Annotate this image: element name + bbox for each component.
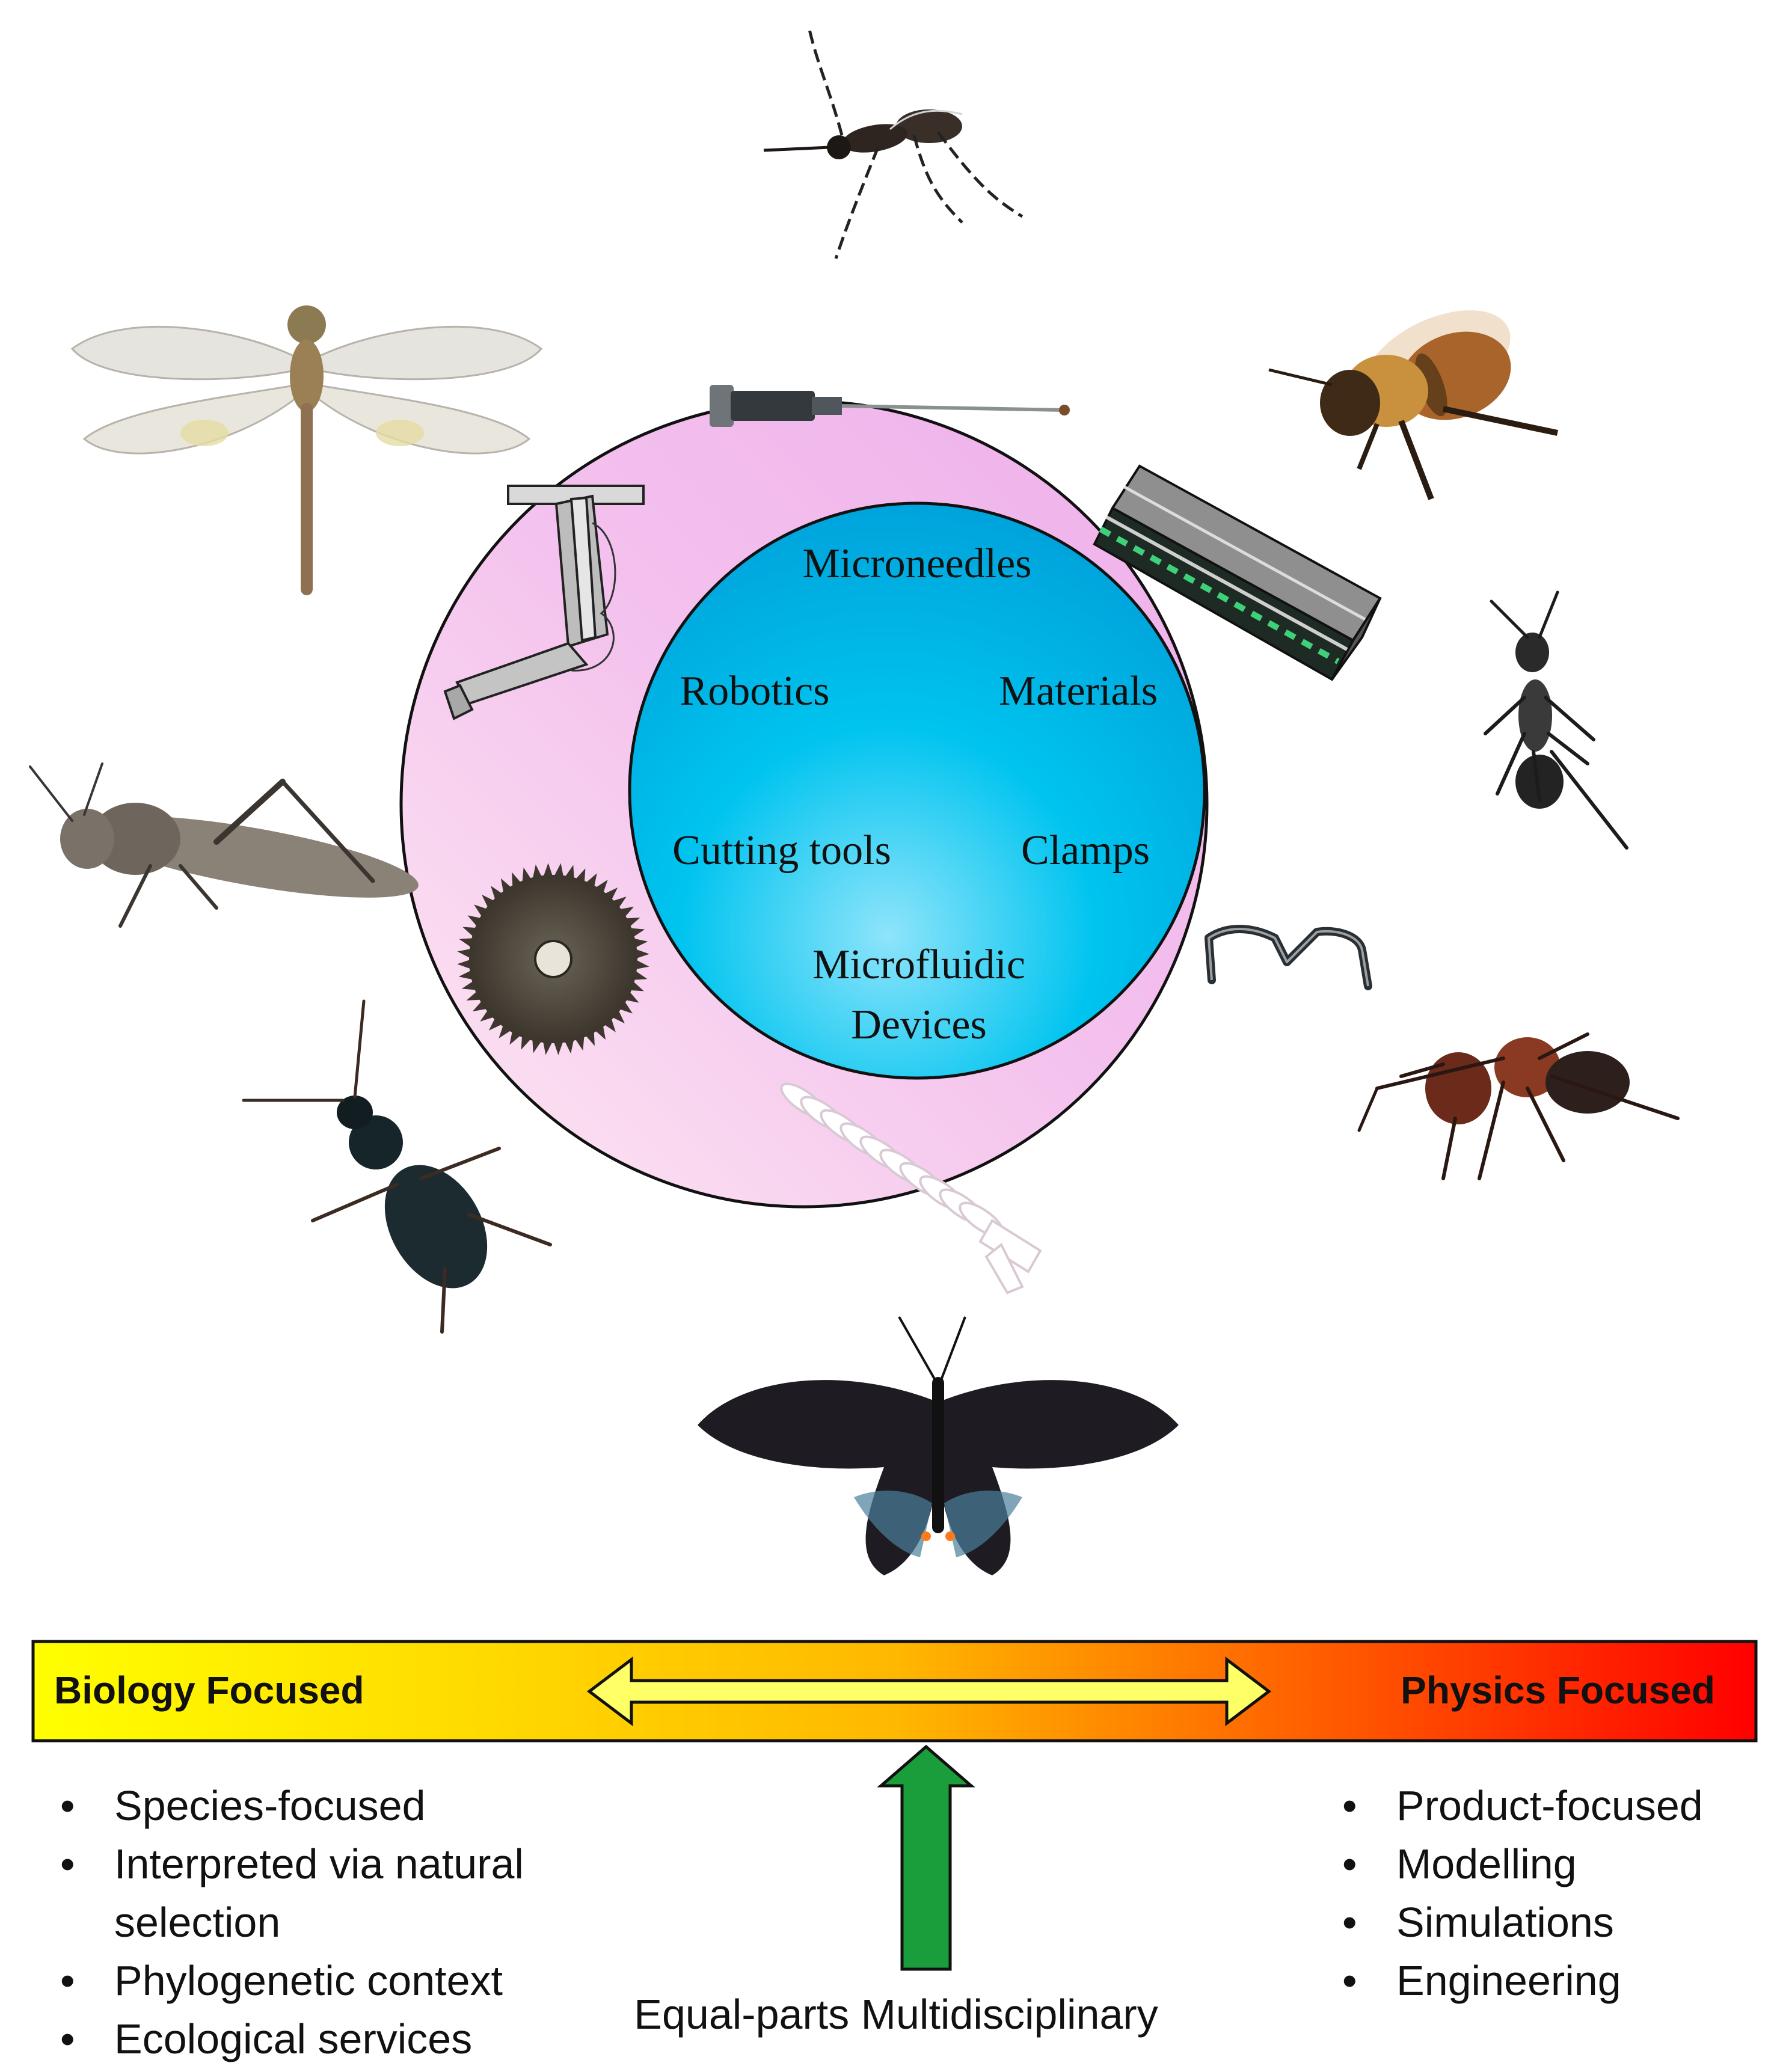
bullet-icon: • <box>60 1957 75 2004</box>
mosquito-icon <box>763 26 1024 259</box>
list-item-text: Interpreted via natural selection <box>114 1841 524 1946</box>
ground-beetle-icon <box>242 999 552 1334</box>
list-item: • Simulations <box>1336 1893 1769 1952</box>
dragonfly-icon <box>70 305 543 595</box>
bullet-icon: • <box>60 1782 75 1829</box>
grasshopper-icon <box>29 762 419 928</box>
butterfly-icon <box>698 1316 1179 1575</box>
bullet-icon: • <box>1342 1957 1357 2004</box>
layered-material-icon <box>1093 464 1382 681</box>
biology-focused-label: Biology Focused <box>54 1669 364 1712</box>
topic-robotics: Robotics <box>680 668 830 714</box>
center-caption: Equal-parts Multidisciplinary <box>634 1991 1158 2038</box>
topic-materials: Materials <box>999 668 1158 714</box>
list-item-text: Ecological services <box>114 2015 473 2062</box>
list-item: • Interpreted via natural selection <box>54 1835 595 1952</box>
list-item: • Ecological services <box>54 2010 595 2068</box>
topic-clamps: Clamps <box>1021 827 1150 874</box>
red-ant-icon <box>1357 1032 1680 1180</box>
list-item-text: Species-focused <box>114 1782 426 1829</box>
ant-icon <box>1484 590 1628 850</box>
topic-microfluidic: Microfluidic <box>812 942 1025 988</box>
clamp-wire-icon <box>1205 925 1372 990</box>
list-item: • Product-focused <box>1336 1777 1769 1835</box>
green-up-arrow-icon <box>877 1744 975 1971</box>
list-item: • Engineering <box>1336 1952 1769 2010</box>
double-headed-arrow-icon <box>586 1656 1272 1727</box>
bullet-icon: • <box>1342 1841 1357 1887</box>
physics-focused-label: Physics Focused <box>1401 1669 1715 1712</box>
list-item-text: Product-focused <box>1396 1782 1703 1829</box>
list-item-text: Phylogenetic context <box>114 1957 503 2004</box>
topic-cutting-tools: Cutting tools <box>672 827 891 874</box>
list-item-text: Modelling <box>1396 1841 1577 1887</box>
list-item: • Phylogenetic context <box>54 1952 595 2010</box>
topic-devices: Devices <box>851 1002 986 1048</box>
list-item: • Species-focused <box>54 1777 595 1835</box>
bullet-icon: • <box>60 1841 75 1887</box>
physics-list: • Product-focused • Modelling • Simulations… <box>1336 1777 1769 2010</box>
biology-list: • Species-focused • Interpreted via natura… <box>54 1777 595 2068</box>
bullet-icon: • <box>1342 1899 1357 1946</box>
bullet-icon: • <box>1342 1782 1357 1829</box>
list-item-text: Engineering <box>1396 1957 1621 2004</box>
robotic-arm-icon <box>443 485 645 720</box>
hypodermic-needle-icon <box>710 385 1070 427</box>
saw-blade-icon <box>457 863 649 1055</box>
inner-circle <box>628 501 1206 1080</box>
topic-microneedles: Microneedles <box>803 541 1032 587</box>
list-item-text: Simulations <box>1396 1899 1614 1946</box>
microfluidic-chain-icon <box>780 1082 1042 1295</box>
list-item: • Modelling <box>1336 1835 1769 1893</box>
honeybee-icon <box>1268 310 1559 500</box>
bullet-icon: • <box>60 2015 75 2062</box>
